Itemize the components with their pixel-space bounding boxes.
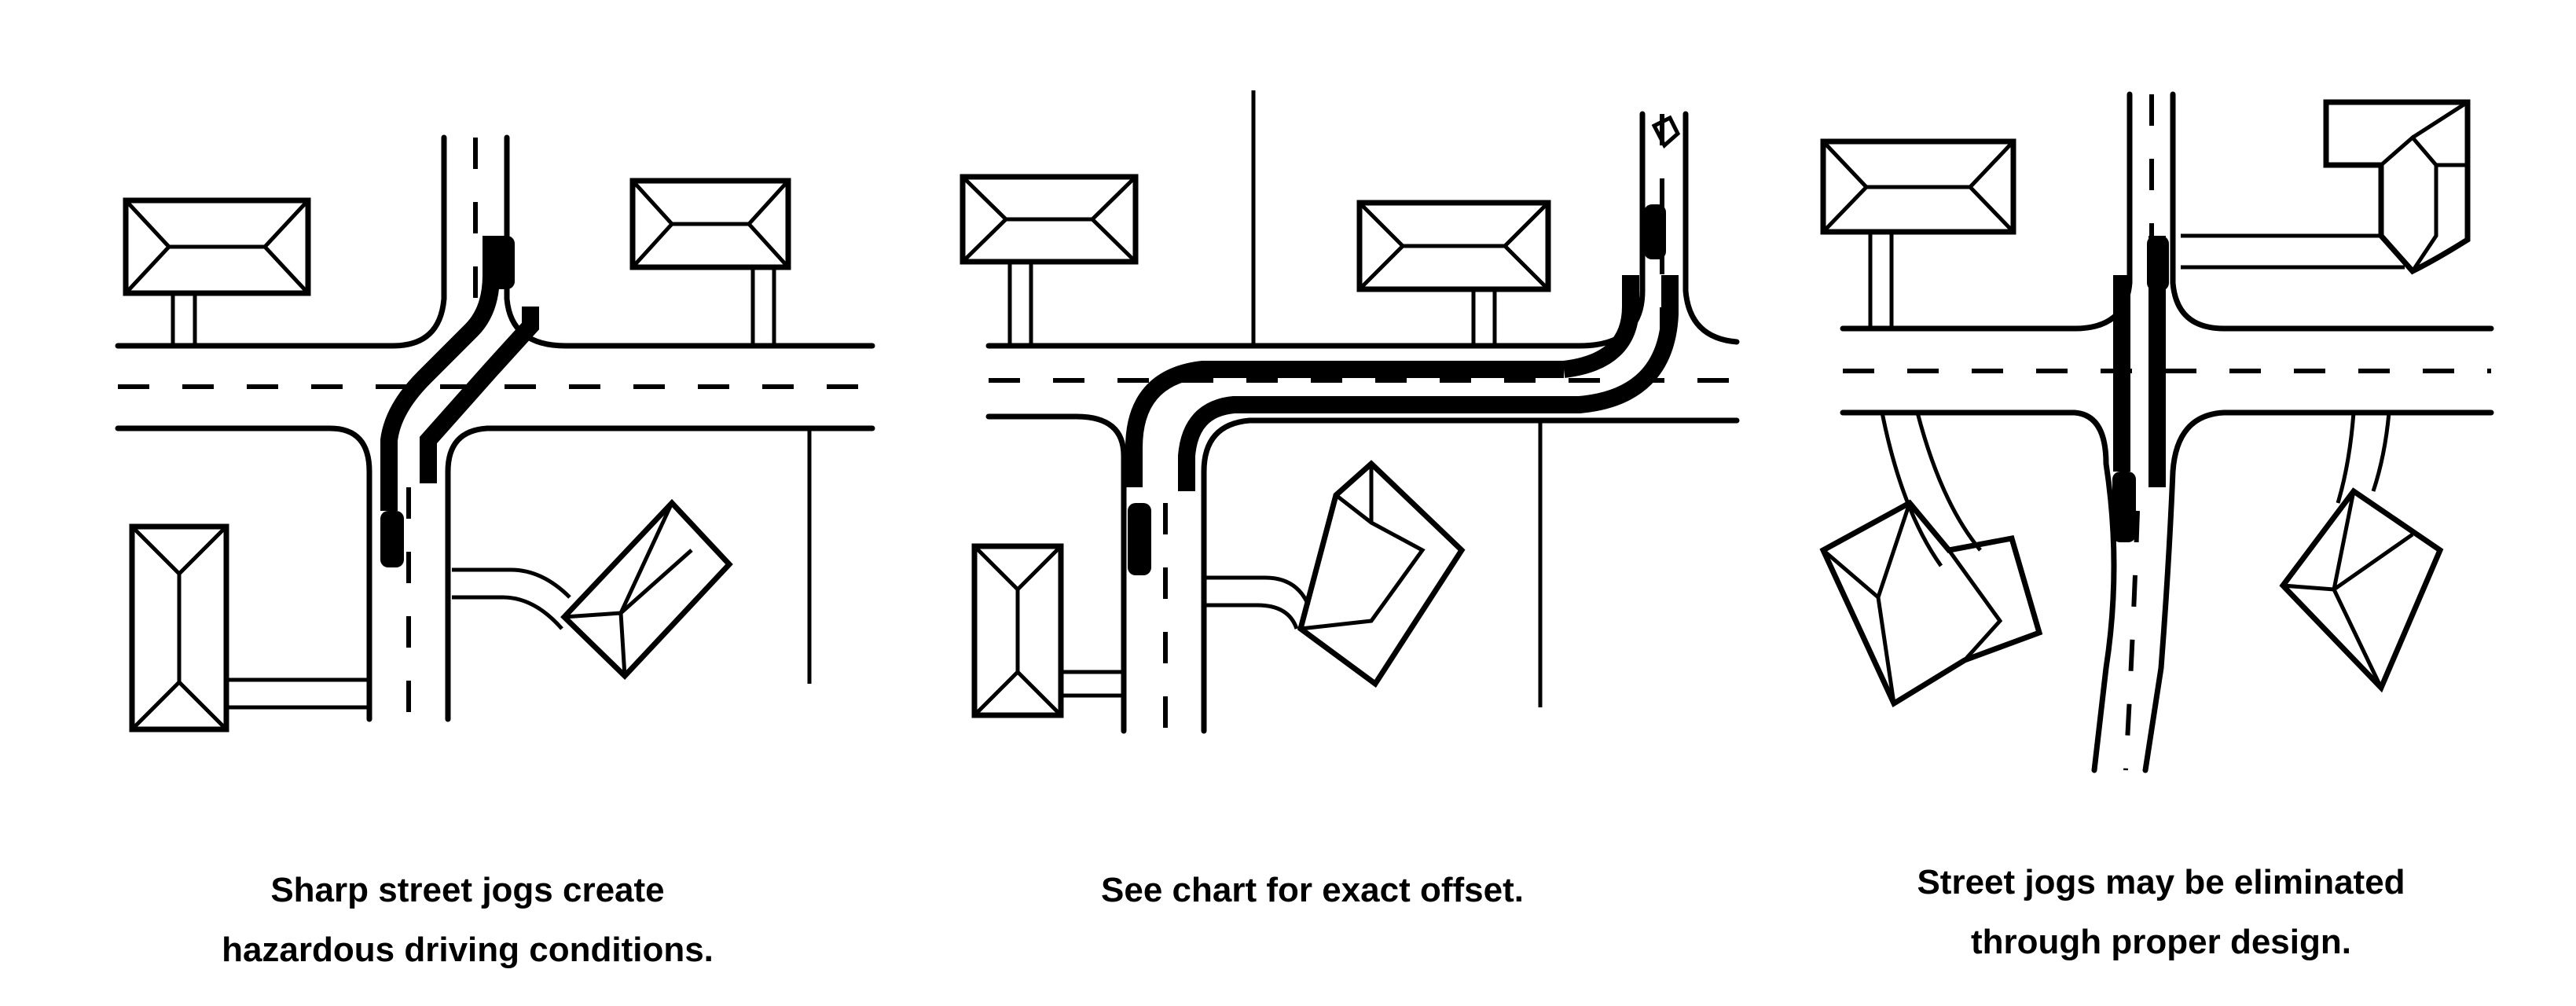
house [123, 197, 311, 346]
caption-panel-3: Street jogs may be eliminated through pr… [1807, 853, 2515, 972]
panel-1-cars [380, 236, 515, 567]
panel-proper-design [1819, 91, 2494, 773]
panel-2-houses [960, 174, 1551, 718]
house [2181, 99, 2471, 275]
car-1 [1644, 204, 1666, 259]
car-3 [1651, 115, 1681, 149]
panel-2-cars [1128, 115, 1681, 575]
house [452, 498, 733, 680]
panel-offset-curves [960, 90, 1740, 734]
car-2 [2112, 472, 2136, 542]
house [629, 178, 791, 346]
house [2279, 412, 2444, 693]
caption-line: Street jogs may be eliminated [1917, 863, 2405, 901]
house [129, 523, 369, 732]
car-1 [493, 236, 515, 289]
caption-line: See chart for exact offset. [1101, 871, 1524, 909]
house [971, 543, 1124, 718]
car-2 [380, 511, 404, 567]
caption-line: hazardous driving conditions. [222, 931, 714, 969]
house [1204, 460, 1466, 688]
caption-panel-1: Sharp street jogs create hazardous drivi… [114, 861, 821, 980]
panel-1-vehicle-path [380, 236, 539, 511]
caption-line: Sharp street jogs create [270, 871, 665, 909]
caption-line: through proper design. [1971, 923, 2351, 961]
panel-2-vehicle-path [1125, 275, 1679, 491]
house [1356, 200, 1551, 346]
panel-2-roads [985, 90, 1740, 734]
car-2 [1128, 503, 1151, 575]
house [960, 174, 1139, 346]
panel-sharp-jog [115, 134, 875, 732]
panel-1-roads [115, 134, 875, 722]
caption-panel-2: See chart for exact offset. [959, 861, 1666, 920]
panel-3-houses [1819, 99, 2471, 708]
house [1820, 138, 2016, 329]
panel-1-houses [123, 178, 791, 732]
house [1819, 412, 2043, 708]
car-1 [2147, 236, 2169, 291]
panel-3-roads [1840, 91, 2494, 773]
panel-3-cars [2112, 236, 2169, 542]
